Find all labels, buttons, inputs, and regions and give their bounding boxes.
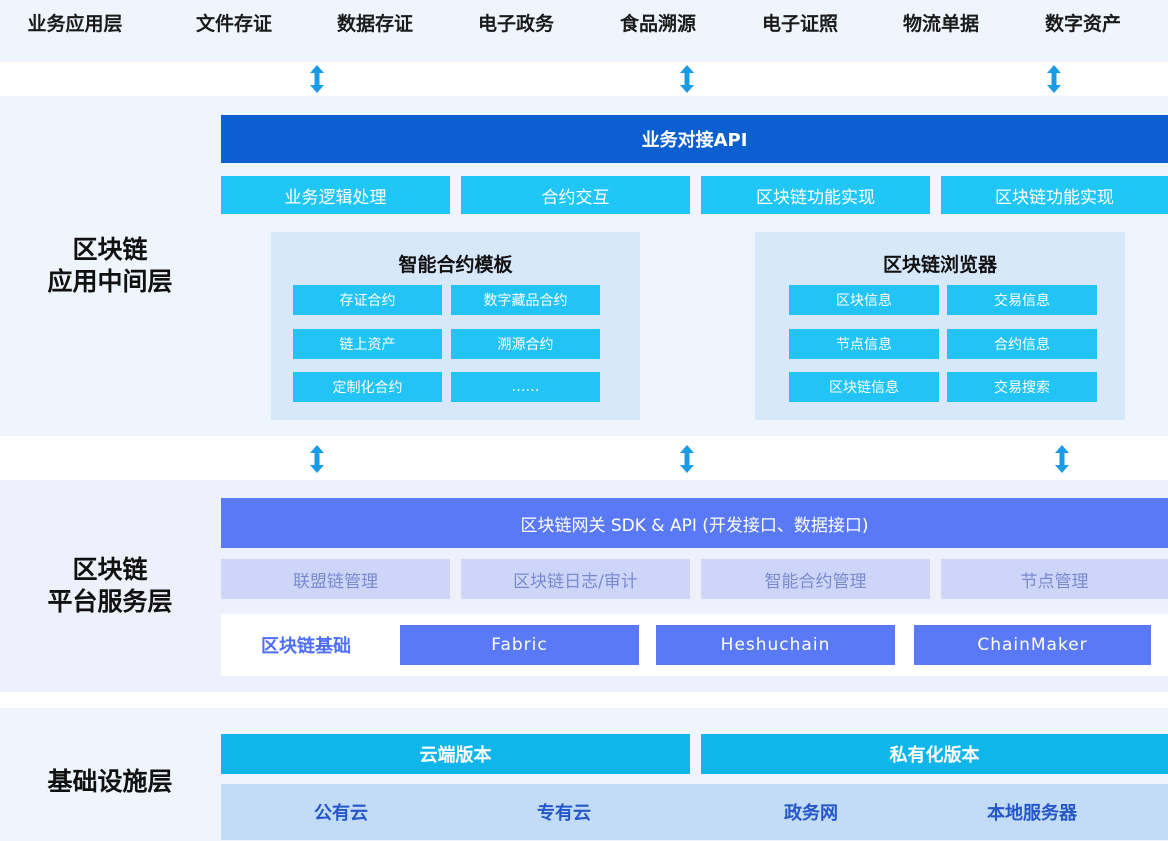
deployment-dedicated-cloud: 专有云 <box>537 803 591 824</box>
blockchain-base-row: 区块链基础 Fabric Heshuchain ChainMaker <box>221 614 1168 676</box>
service-contract-mgmt: 智能合约管理 <box>701 559 930 599</box>
template-custom-contract: 定制化合约 <box>293 372 442 402</box>
template-more: …… <box>451 372 600 402</box>
chain-chainmaker: ChainMaker <box>914 625 1151 665</box>
middleware-layer-section: 区块链 应用中间层 业务对接API 业务逻辑处理 合约交互 区块链功能实现 区块… <box>0 96 1168 436</box>
blockchain-explorer-panel: 区块链浏览器 区块信息 交易信息 节点信息 合约信息 区块链信息 交易搜索 <box>755 232 1125 420</box>
app-item-data-deposit: 数据存证 <box>336 12 413 35</box>
service-log-audit: 区块链日志/审计 <box>461 559 690 599</box>
explorer-tx-info: 交易信息 <box>947 285 1097 315</box>
function-business-logic: 业务逻辑处理 <box>221 176 450 214</box>
deployment-row: 公有云 专有云 政务网 本地服务器 <box>221 784 1168 840</box>
blockchain-explorer-title: 区块链浏览器 <box>882 253 997 276</box>
middleware-title-line2: 应用中间层 <box>47 267 173 296</box>
app-item-food-traceability: 食品溯源 <box>619 12 696 35</box>
explorer-chain-info: 区块链信息 <box>789 372 939 402</box>
infrastructure-layer-section: 基础设施层 云端版本 私有化版本 公有云 专有云 政务网 本地服务器 <box>0 708 1168 841</box>
application-layer-title: 业务应用层 <box>27 12 123 35</box>
edition-cloud: 云端版本 <box>221 734 690 774</box>
double-arrow-icon <box>680 65 694 93</box>
app-item-digital-assets: 数字资产 <box>1044 12 1121 35</box>
template-onchain-asset: 链上资产 <box>293 329 442 359</box>
middleware-title-line1: 区块链 <box>72 235 148 264</box>
edition-private: 私有化版本 <box>701 734 1168 774</box>
function-contract-interaction: 合约交互 <box>461 176 690 214</box>
double-arrow-icon <box>310 445 324 473</box>
contract-templates-panel: 智能合约模板 存证合约 数字藏品合约 链上资产 溯源合约 定制化合约 …… <box>271 232 640 420</box>
explorer-contract-info: 合约信息 <box>947 329 1097 359</box>
gateway-sdk-api-bar: 区块链网关 SDK & API (开发接口、数据接口) <box>221 498 1168 548</box>
platform-layer-title: 区块链 平台服务层 <box>0 554 220 618</box>
chain-fabric: Fabric <box>400 625 639 665</box>
explorer-block-info: 区块信息 <box>789 285 939 315</box>
service-node-mgmt: 节点管理 <box>941 559 1168 599</box>
app-item-e-license: 电子证照 <box>761 12 838 35</box>
deployment-local-server: 本地服务器 <box>987 803 1077 824</box>
template-deposit-contract: 存证合约 <box>293 285 442 315</box>
blockchain-base-label: 区块链基础 <box>261 636 351 657</box>
app-item-logistics-docs: 物流单据 <box>902 12 979 35</box>
app-item-e-government: 电子政务 <box>477 12 554 35</box>
double-arrow-icon <box>1047 65 1061 93</box>
chain-heshuchain: Heshuchain <box>656 625 895 665</box>
platform-title-line1: 区块链 <box>72 555 148 584</box>
double-arrow-icon <box>1055 445 1069 473</box>
function-blockchain-impl: 区块链功能实现 <box>701 176 930 214</box>
app-item-file-deposit: 文件存证 <box>195 12 272 35</box>
double-arrow-icon <box>680 445 694 473</box>
deployment-gov-network: 政务网 <box>784 803 838 824</box>
service-consortium-mgmt: 联盟链管理 <box>221 559 450 599</box>
deployment-public-cloud: 公有云 <box>314 803 368 824</box>
platform-title-line2: 平台服务层 <box>47 587 173 616</box>
application-layer-row: 业务应用层 文件存证 数据存证 电子政务 食品溯源 电子证照 物流单据 数字资产 <box>0 0 1168 62</box>
explorer-node-info: 节点信息 <box>789 329 939 359</box>
double-arrow-icon <box>310 65 324 93</box>
template-traceability-contract: 溯源合约 <box>451 329 600 359</box>
business-api-bar: 业务对接API <box>221 115 1168 163</box>
platform-layer-section: 区块链 平台服务层 区块链网关 SDK & API (开发接口、数据接口) 联盟… <box>0 480 1168 692</box>
function-blockchain-impl-2: 区块链功能实现 <box>941 176 1168 214</box>
template-nft-contract: 数字藏品合约 <box>451 285 600 315</box>
middleware-layer-title: 区块链 应用中间层 <box>0 234 220 298</box>
contract-templates-title: 智能合约模板 <box>398 253 513 276</box>
explorer-tx-search: 交易搜索 <box>947 372 1097 402</box>
infrastructure-layer-title: 基础设施层 <box>47 767 173 796</box>
